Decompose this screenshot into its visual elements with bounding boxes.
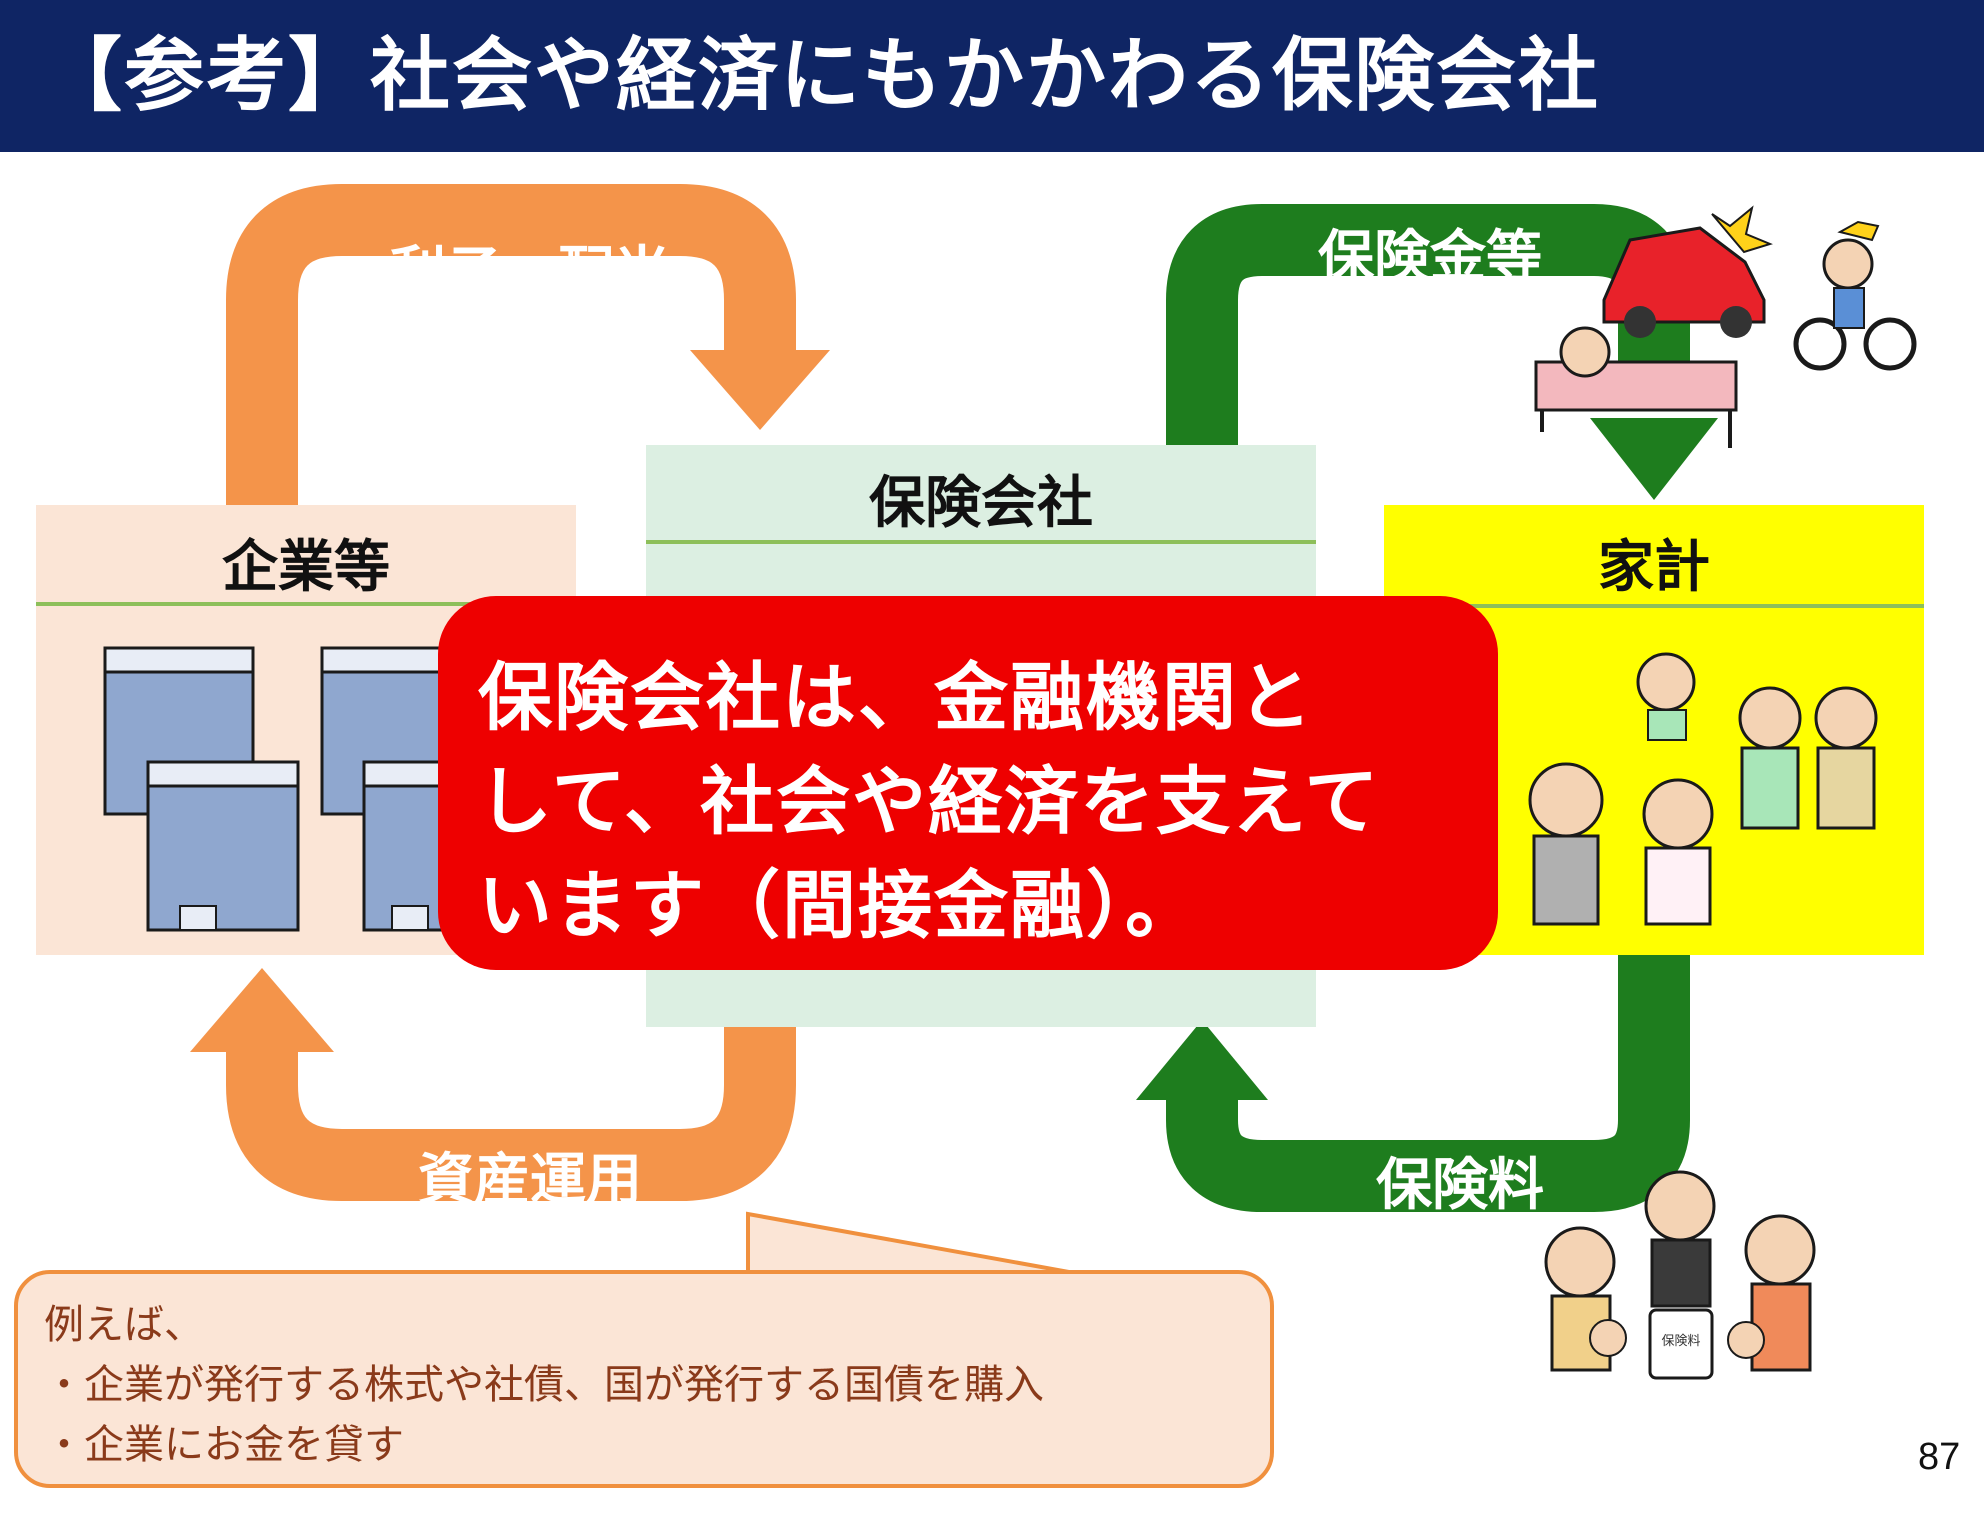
asset-management-label: 資産運用 — [418, 1148, 642, 1213]
callout-line-2: して、社会や経済を支えて — [478, 759, 1381, 845]
premium-jar-label: 保険料 — [1661, 1334, 1701, 1349]
household-title: 家計 — [1598, 535, 1710, 600]
premium-label: 保険料 — [1376, 1153, 1544, 1218]
header-bar — [0, 0, 1984, 152]
page-number: 87 — [1918, 1436, 1961, 1478]
premium-payers-illustration — [1544, 1170, 1816, 1380]
callout-line-3: います（間接金融）。 — [478, 863, 1201, 949]
interest-dividend-arrow — [226, 184, 796, 505]
example-pointer — [746, 1211, 1081, 1276]
insurance-payout-arrowhead — [1590, 418, 1718, 500]
interest-dividend-arrowhead — [690, 350, 830, 430]
insurer-title: 保険会社 — [869, 471, 1093, 536]
example-box — [14, 1270, 1274, 1488]
premium-arrow — [1166, 950, 1690, 1212]
callout-line-1: 保険会社は、金融機関と — [478, 655, 1314, 741]
page-title: 【参考】社会や経済にもかかわる保険会社 — [42, 29, 1600, 122]
asset-management-arrow — [226, 1025, 796, 1201]
buildings-illustration — [103, 646, 476, 932]
example-line-3: ・企業にお金を貸す — [44, 1422, 404, 1468]
accident-illustration — [1534, 205, 1917, 448]
example-line-1: 例えば、 — [44, 1302, 204, 1348]
interest-dividend-label: 利子・配当 — [390, 241, 670, 306]
family-illustration — [1528, 652, 1878, 926]
example-line-2: ・企業が発行する株式や社債、国が発行する国債を購入 — [44, 1362, 1044, 1408]
insurance-payout-label: 保険金等 — [1318, 225, 1542, 290]
callout-box — [438, 596, 1498, 970]
premium-arrowhead — [1136, 1020, 1268, 1100]
companies-title: 企業等 — [222, 535, 390, 600]
asset-management-arrowhead — [190, 968, 334, 1052]
